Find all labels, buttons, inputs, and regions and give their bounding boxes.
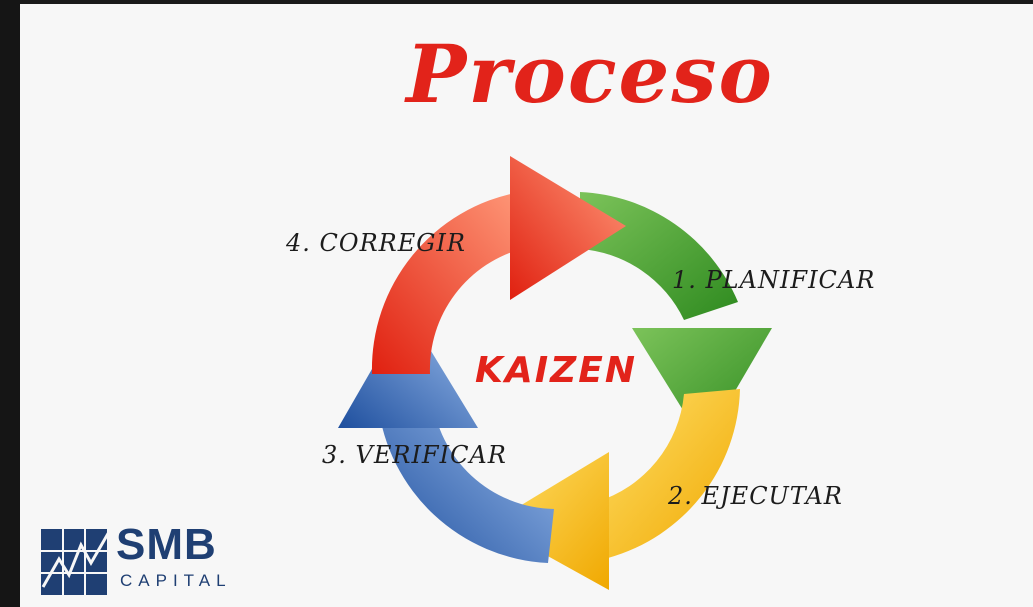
step-label-corregir: 4. CORREGIR	[286, 229, 466, 257]
corregir-arc	[371, 192, 525, 374]
ejecutar-arc	[596, 389, 740, 558]
center-kaizen-label: KAIZEN	[475, 350, 637, 391]
verificar-arc	[378, 396, 554, 563]
top-frame-bar	[0, 0, 1033, 4]
kaizen-cycle-diagram	[338, 156, 772, 590]
logo-name: SMB	[116, 520, 217, 569]
smb-capital-logo-icon	[41, 524, 115, 595]
planificar-arrowhead	[632, 328, 772, 444]
step-label-ejecutar: 2. EJECUTAR	[668, 482, 843, 510]
planificar-arc	[580, 192, 738, 320]
corregir-arrowhead	[510, 156, 626, 300]
logo-subtitle: CAPITAL	[120, 571, 232, 590]
slide-title: Proceso	[406, 27, 774, 121]
step-label-verificar: 3. VERIFICAR	[322, 441, 507, 469]
left-frame-bar	[0, 0, 20, 607]
slide: Proceso	[20, 4, 1033, 607]
step-label-planificar: 1. PLANIFICAR	[672, 266, 876, 294]
